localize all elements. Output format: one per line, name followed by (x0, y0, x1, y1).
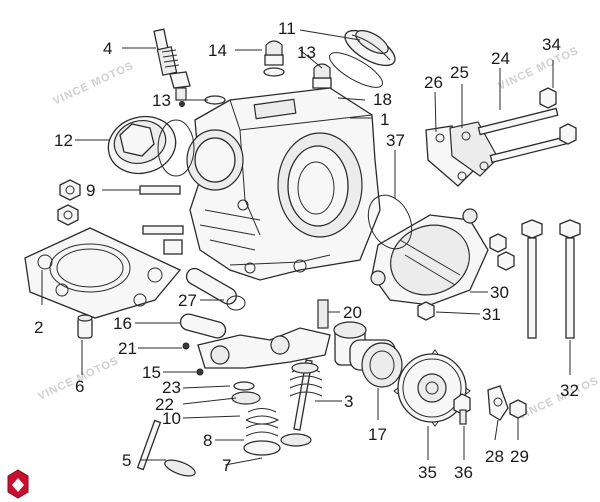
brand-logo (7, 469, 29, 499)
callout-35: 35 (418, 463, 437, 482)
callout-16: 16 (113, 314, 132, 333)
callout-29: 29 (510, 447, 529, 466)
callout-24: 24 (491, 49, 510, 68)
callout-2: 2 (34, 318, 43, 337)
callout-6: 6 (75, 377, 84, 396)
callout-12: 12 (54, 131, 73, 150)
rocker-arms (182, 299, 331, 376)
leader-lines (41, 29, 571, 466)
callout-11: 11 (278, 19, 296, 38)
callout-5: 5 (122, 451, 131, 470)
callout-3: 3 (344, 392, 353, 411)
dowel (77, 314, 93, 339)
callout-32: 32 (560, 381, 579, 400)
intake-flange (425, 87, 577, 187)
callout-28: 28 (485, 447, 504, 466)
callout-17: 17 (368, 425, 387, 444)
tappet-guide-pipe (185, 267, 246, 311)
head-gasket (24, 227, 182, 319)
cylinder-head (186, 87, 381, 281)
callout-21: 21 (118, 339, 137, 358)
callout-labels: 1 2 3 4 5 6 7 8 9 10 11 12 13 13 14 15 1… (34, 19, 579, 482)
cam-sprocket (393, 349, 471, 427)
callout-15: 15 (142, 363, 161, 382)
callout-20: 20 (343, 303, 362, 322)
callout-30: 30 (490, 283, 509, 302)
callout-27: 27 (178, 291, 197, 310)
valve-springs (231, 362, 323, 456)
callout-36: 36 (454, 463, 473, 482)
spark-plug (153, 28, 191, 107)
callout-37: 37 (386, 131, 405, 150)
watermark-text: VINCE MOTOS (51, 60, 136, 108)
callout-9: 9 (86, 181, 95, 200)
watermark-text: VINCE MOTOS (516, 375, 600, 423)
callout-1: 1 (380, 110, 389, 129)
callout-14: 14 (208, 41, 227, 60)
tube (179, 313, 227, 339)
callout-13-left: 13 (152, 91, 171, 110)
callout-18: 18 (373, 90, 392, 109)
callout-23: 23 (162, 378, 181, 397)
callout-26: 26 (424, 73, 443, 92)
callout-8: 8 (203, 431, 212, 450)
dowel-pins (139, 185, 184, 255)
callout-13-top: 13 (297, 43, 316, 62)
callout-22: 22 (155, 395, 174, 414)
small-nuts (57, 179, 81, 226)
bracket (487, 385, 527, 421)
callout-7: 7 (222, 456, 231, 475)
callout-4: 4 (103, 39, 112, 58)
callout-34: 34 (542, 35, 561, 54)
sprocket-bolt (453, 393, 471, 425)
callout-31: 31 (482, 305, 501, 324)
callout-25: 25 (450, 63, 469, 82)
side-cover (367, 194, 515, 321)
valve-cover-cap (329, 29, 396, 88)
oil-filler-cap (107, 115, 195, 177)
callout-10: 10 (162, 409, 181, 428)
valves (136, 359, 313, 477)
long-studs (521, 219, 581, 339)
camshaft (333, 321, 403, 388)
